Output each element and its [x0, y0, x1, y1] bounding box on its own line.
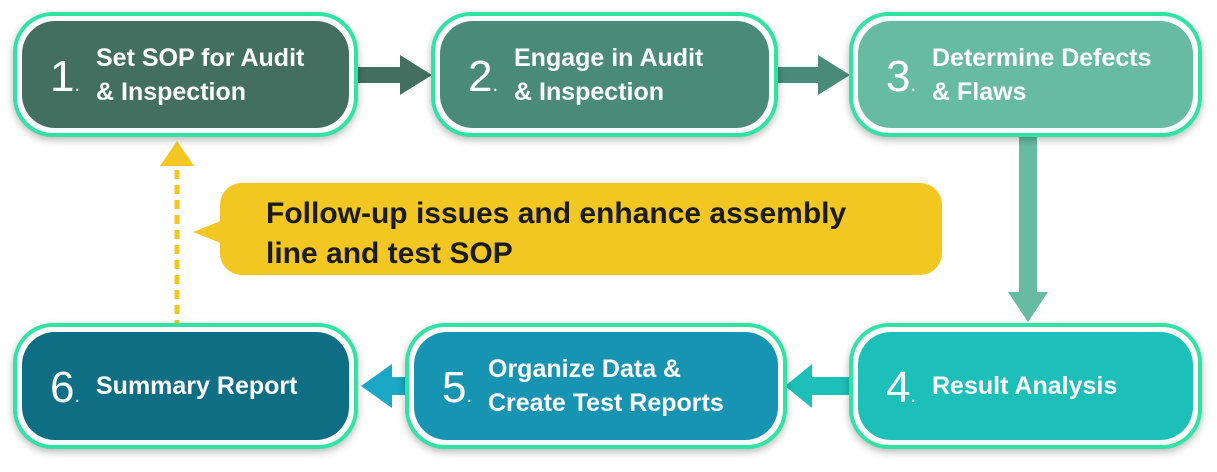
arrow-step3-to-step4 — [1008, 128, 1048, 322]
feedback-arrow-step6-to-step1 — [160, 141, 194, 332]
step-5-number: 5. — [441, 363, 472, 412]
step-2-number: 2. — [467, 51, 498, 101]
step-6-box: 6. Summary Report — [13, 323, 358, 449]
step-1-number: 1. — [49, 51, 80, 101]
step-5-label: Organize Data & Create Test Reports — [488, 355, 724, 417]
feedback-callout: Follow-up issues and enhance assembly li… — [220, 183, 942, 275]
step-3-label: Determine Defects & Flaws — [932, 43, 1152, 106]
step-1-label: Set SOP for Audit & Inspection — [96, 43, 305, 106]
callout-pointer — [193, 220, 223, 244]
step-4-number: 4. — [885, 363, 916, 412]
step-5-box: 5. Organize Data & Create Test Reports — [405, 323, 787, 449]
callout-text: Follow-up issues and enhance assembly li… — [266, 197, 847, 270]
step-4-box: 4. Result Analysis — [849, 323, 1202, 449]
step-6-number: 6. — [49, 363, 80, 412]
step-3-box: 3. Determine Defects & Flaws — [849, 12, 1202, 137]
arrow-step1-to-step2 — [352, 55, 432, 95]
step-4-label: Result Analysis — [932, 372, 1118, 400]
step-3-number: 3. — [885, 51, 916, 101]
step-2-box: 2. Engage in Audit & Inspection — [431, 12, 778, 137]
arrow-step4-to-step5 — [785, 364, 856, 408]
arrow-step2-to-step3 — [773, 55, 850, 95]
step-1-box: 1. Set SOP for Audit & Inspection — [13, 12, 358, 137]
step-6-label: Summary Report — [96, 372, 298, 400]
step-2-label: Engage in Audit & Inspection — [514, 43, 704, 106]
